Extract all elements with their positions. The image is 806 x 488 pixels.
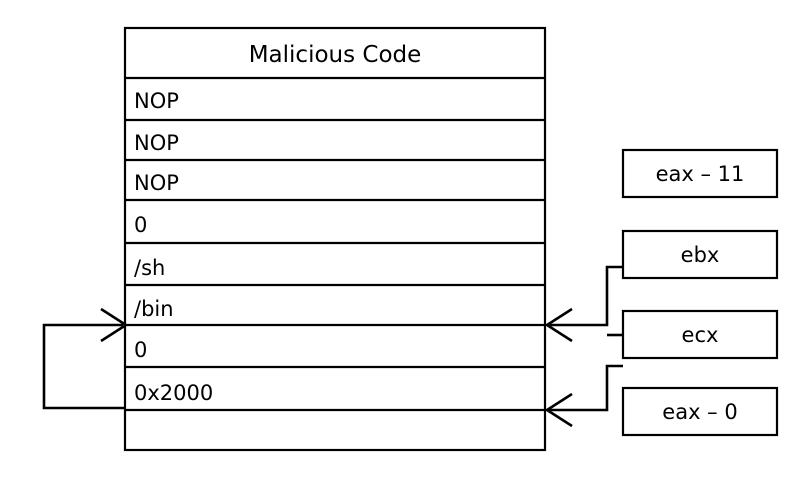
register-boxes: eax – 11 ebx ecx eax – 0 bbox=[621, 148, 779, 437]
stack-cell-6: 0 bbox=[134, 338, 147, 362]
register-eax-11: eax – 11 bbox=[621, 148, 779, 199]
stack-arrowhead-upper bbox=[544, 307, 573, 343]
register-ecx-box bbox=[621, 309, 779, 360]
stack-cell-0: NOP bbox=[134, 89, 179, 113]
register-ecx: ecx bbox=[621, 309, 779, 360]
stack-cell-2: NOP bbox=[134, 171, 179, 195]
stack-table-outline bbox=[123, 26, 547, 452]
register-ecx-label: ecx bbox=[682, 323, 719, 347]
connector-lines bbox=[42, 265, 623, 428]
register-ebx-box bbox=[621, 229, 779, 280]
stack-cell-5: /bin bbox=[134, 297, 174, 321]
ebx-to-stack-connector bbox=[549, 265, 623, 327]
register-ebx: ebx bbox=[621, 229, 779, 280]
stack-loop-connector bbox=[42, 323, 125, 410]
stack-header-label: Malicious Code bbox=[249, 42, 422, 68]
stack-cell-4: /sh bbox=[134, 256, 165, 280]
register-ebx-label: ebx bbox=[681, 243, 720, 267]
eax-0-to-stack-connector bbox=[549, 364, 623, 412]
register-eax-0-box bbox=[621, 386, 779, 437]
stack-cell-3: 0 bbox=[134, 213, 147, 237]
stack-cell-1: NOP bbox=[134, 131, 179, 155]
register-eax-0-label: eax – 0 bbox=[662, 400, 737, 424]
stack-cell-7: 0x2000 bbox=[134, 381, 213, 405]
stack-table: Malicious Code NOP NOP NOP 0 /sh /bin 0 … bbox=[123, 26, 547, 452]
register-eax-11-box bbox=[621, 148, 779, 199]
stack-loop-arrowhead bbox=[100, 307, 129, 343]
register-eax-11-label: eax – 11 bbox=[656, 162, 745, 186]
stack-arrowhead-lower bbox=[544, 392, 573, 428]
register-eax-0: eax – 0 bbox=[621, 386, 779, 437]
